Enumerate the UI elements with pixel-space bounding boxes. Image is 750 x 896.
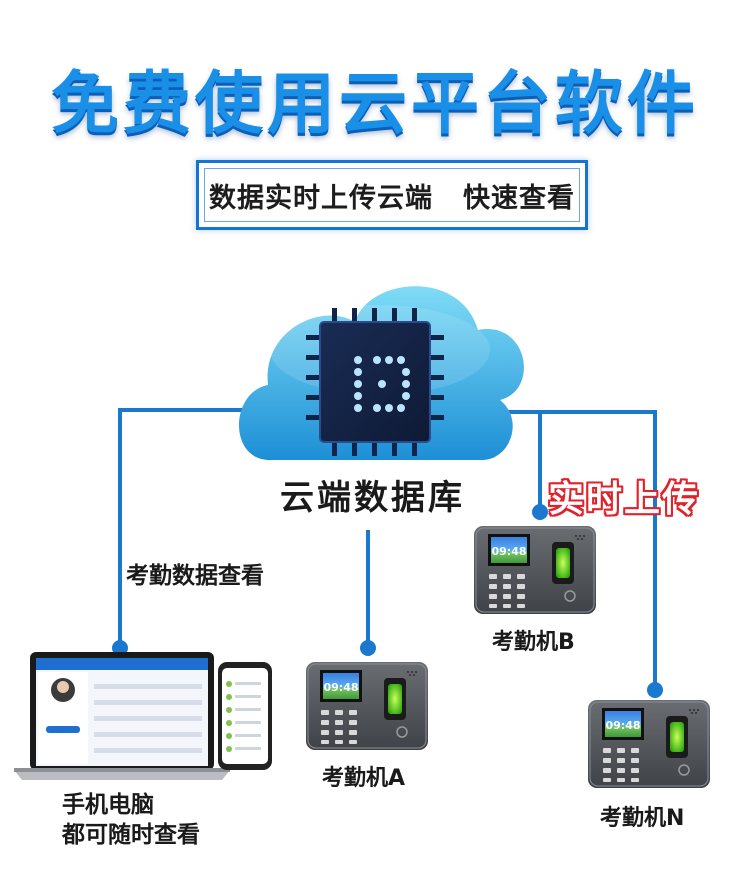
line-to-device-n (540, 410, 657, 690)
subtitle-part1: 数据实时上传云端 (209, 182, 433, 214)
device-n-label: 考勤机N (600, 806, 685, 831)
subtitle-part2: 快速查看 (463, 182, 575, 214)
subtitle-inner: 数据实时上传云端 快速查看 (204, 168, 580, 222)
pc-phone-label-line2: 都可随时查看 (62, 822, 200, 848)
subtitle-box: 数据实时上传云端 快速查看 (196, 160, 588, 230)
pc-phone-label-line1: 手机电脑 (62, 792, 154, 818)
data-view-label: 考勤数据查看 (126, 563, 264, 589)
device-b-time: 09:48 (491, 545, 526, 558)
realtime-upload-label: 实时上传 (548, 479, 701, 520)
phone-icon (218, 662, 272, 770)
device-a-label: 考勤机A (322, 766, 406, 791)
device-a-time: 09:48 (323, 681, 358, 694)
pc-phone-label: 手机电脑 都可随时查看 (62, 790, 200, 850)
device-b: 09:48 (473, 525, 597, 615)
line-to-pc (118, 408, 258, 648)
device-n-time: 09:48 (605, 719, 640, 732)
chip-icon (306, 308, 444, 456)
device-n: 09:48 (587, 699, 711, 789)
cloud-database-label: 云端数据库 (280, 478, 465, 518)
page-title: 免费使用云平台软件 (50, 65, 699, 144)
laptop-icon (14, 652, 230, 780)
connection-lines (118, 408, 657, 690)
device-b-label: 考勤机B (492, 630, 575, 655)
device-a: 09:48 (305, 661, 429, 751)
